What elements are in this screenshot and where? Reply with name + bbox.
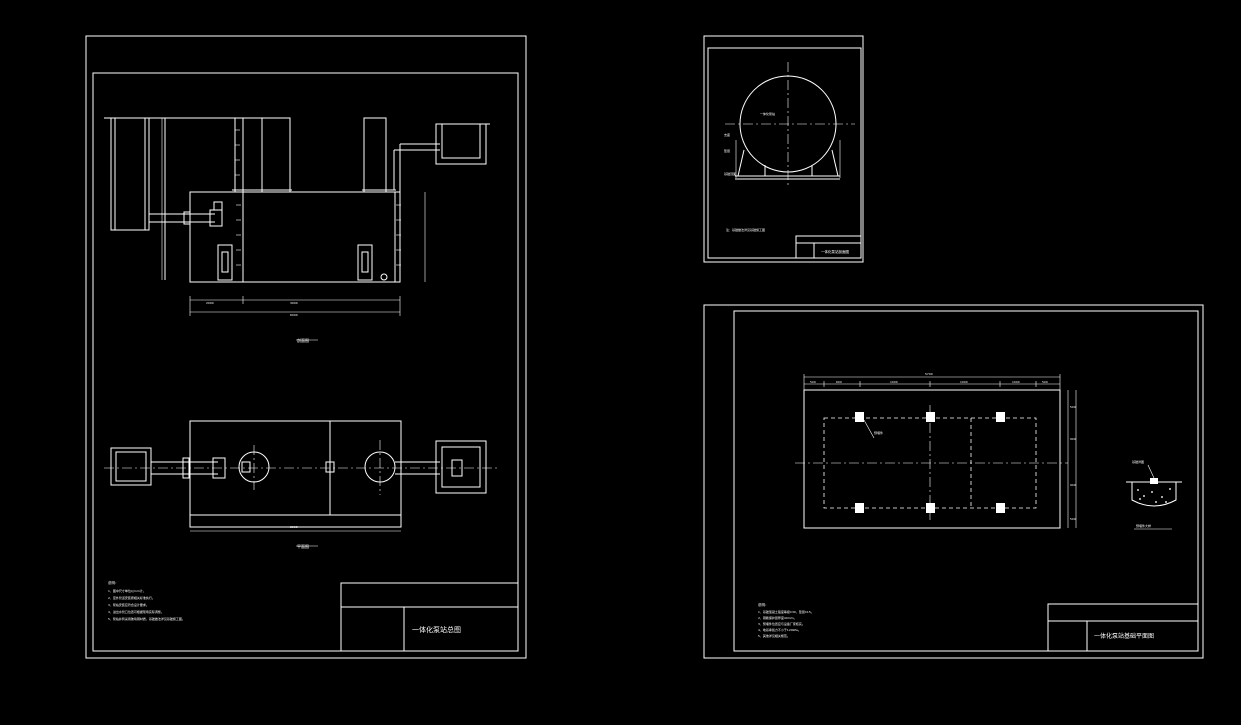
- embed-plate: [855, 412, 864, 422]
- sheet-3-detail-caption: 预埋件大样: [1136, 523, 1151, 528]
- sheet-3-note-3: 3、预埋件位置应与设备厂家核实。: [758, 621, 805, 626]
- embed-plate: [996, 412, 1005, 422]
- sheet-1-note-4: 4、进出水管口位置可根据现场实际调整。: [108, 609, 164, 614]
- section-view: 2000 3000 6000 剖面图: [104, 117, 490, 343]
- sheet-1-title: 一体化泵站总图: [412, 625, 461, 634]
- sheet-3-dim-right-1: 500: [1070, 405, 1076, 409]
- sheet-3-dim-right-2: 900: [1070, 437, 1076, 441]
- plan-tank: [189, 420, 402, 528]
- sheet-3-title-block: 一体化泵站基础平面图: [1047, 603, 1199, 652]
- sheet-2-label-cushion: 垫层: [724, 148, 730, 153]
- sheet-2-label-base: 基础顶面: [724, 171, 736, 176]
- sheet-3-note-1: 1、基础混凝土强度等级C30，垫层C15。: [758, 609, 814, 614]
- sheet-3-note-2: 2、钢筋保护层厚度40mm。: [758, 615, 797, 620]
- sheet-3-dim-top-6: 500: [1042, 380, 1048, 384]
- pump-right: [357, 244, 373, 281]
- sheet-3-dim-top-3: 1000: [890, 380, 898, 384]
- pump-left: [217, 244, 233, 281]
- sheet-3-note-4: 4、地基承载力不小于120kPa。: [758, 627, 801, 632]
- sheet-3-dim-top-1: 500: [810, 380, 816, 384]
- sheet-2-label-support: 支座: [724, 132, 730, 137]
- sheet-2-note: 注：基础做法详见基础施工图: [726, 227, 765, 232]
- sheet-2-inner-frame: [707, 47, 862, 259]
- sheet-3-dim-top-4: 1000: [960, 380, 968, 384]
- plan-inlet-well: [110, 447, 152, 486]
- plan-outlet-well: [435, 440, 487, 494]
- sheet-3-outer-frame: [703, 304, 1204, 659]
- embed-plate: [855, 503, 864, 513]
- pump-tank: [189, 191, 401, 283]
- sheet-3-title: 一体化泵站基础平面图: [1094, 632, 1154, 640]
- sheet-3-notes-heading: 说明：: [758, 602, 769, 607]
- embed-plate: [926, 412, 935, 422]
- sheet-1-note-2: 2、室外管道安装按相关标准执行。: [108, 595, 155, 600]
- sheet-3-notes: 说明： 1、基础混凝土强度等级C30，垫层C15。 2、钢筋保护层厚度40mm。…: [758, 602, 814, 638]
- sheet-1-inner-frame: [92, 72, 519, 652]
- embed-plate: [996, 503, 1005, 513]
- inlet-well: [110, 117, 150, 231]
- sheet-3-label-detail: 基础详图: [1132, 459, 1144, 464]
- sheet-2-outer-frame: [703, 35, 864, 263]
- sheet-3: 预埋件 5700 500 600 1000 1000 1000 500 500 …: [703, 304, 1204, 659]
- foundation-slab: [803, 389, 1061, 529]
- sheet-3-dim-right-4: 500: [1070, 517, 1076, 521]
- sheet-3-note-5: 5、其他详见相关规范。: [758, 633, 790, 638]
- dim-total-bottom: 6000: [290, 313, 298, 317]
- sheet-3-inner-frame: [733, 310, 1199, 652]
- sheet-2-title: 一体化泵站剖面图: [821, 249, 849, 254]
- sheet-3-dim-top-2: 600: [836, 380, 842, 384]
- sheet-2: 一体化泵站 支座 垫层 基础顶面 注：基础做法详见基础施工图 一体化泵站剖面图: [703, 35, 864, 263]
- sheet-3-dim-top-5: 1000: [1012, 380, 1020, 384]
- sheet-3-dim-right-3: 900: [1070, 483, 1076, 487]
- sheet-1: 2000 3000 6000 剖面图: [85, 35, 527, 659]
- sheet-1-outer-frame: [85, 35, 527, 659]
- dim-plan-width: 8000: [290, 525, 298, 529]
- plan-view: 8000 平面图: [104, 420, 500, 549]
- sheet-1-note-5: 5、泵站井筒采用玻璃钢材质，基础做法详见基础施工图。: [108, 616, 185, 621]
- embed-plate: [926, 503, 935, 513]
- sheet-1-notes: 说明： 1、图中尺寸单位以mm计。 2、室外管道安装按相关标准执行。 3、泵站安…: [108, 580, 185, 621]
- sheet-3-label-embed: 预埋件: [874, 430, 883, 435]
- sheet-3-dim-total: 5700: [925, 372, 933, 376]
- embed-detail: 基础详图 预埋件大样: [1126, 459, 1182, 530]
- sheet-1-note-3: 3、泵站安装应符合设计要求。: [108, 602, 149, 607]
- sheet-1-notes-heading: 说明：: [108, 580, 119, 585]
- dim-mid-seg: 3000: [290, 301, 298, 305]
- sheet-2-label-top: 一体化泵站: [760, 111, 775, 116]
- dim-left-seg: 2000: [206, 301, 214, 305]
- sheet-1-note-1: 1、图中尺寸单位以mm计。: [108, 588, 146, 593]
- sheet-1-title-block: 一体化泵站总图: [340, 582, 519, 652]
